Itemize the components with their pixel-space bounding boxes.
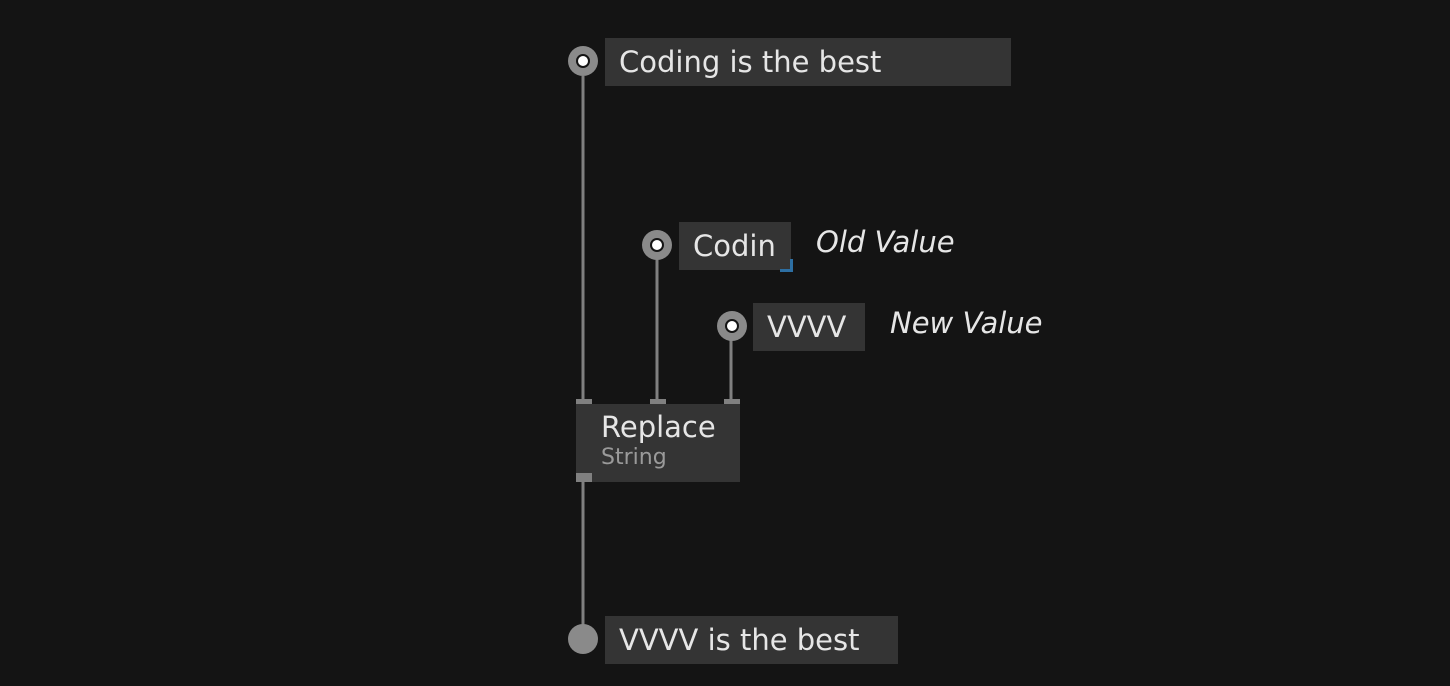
replace-input-pin-old-value[interactable] xyxy=(650,399,666,408)
pin-dot-icon xyxy=(576,54,590,68)
pin-dot-icon xyxy=(725,319,739,333)
output-string-input-pin[interactable] xyxy=(568,624,598,654)
replace-node[interactable]: Replace String xyxy=(576,404,740,482)
old-value-iobox[interactable]: Codin xyxy=(679,222,791,270)
output-string-iobox[interactable]: VVVV is the best xyxy=(605,616,898,664)
old-value-label: Old Value xyxy=(816,225,955,259)
node-title: Replace xyxy=(601,410,716,444)
new-value-output-pin[interactable] xyxy=(717,311,747,341)
new-value-iobox[interactable]: VVVV xyxy=(753,303,865,351)
replace-input-pin-new-value[interactable] xyxy=(724,399,740,408)
input-string-iobox[interactable]: Coding is the best xyxy=(605,38,1011,86)
new-value-label: New Value xyxy=(890,306,1043,340)
old-value-output-pin[interactable] xyxy=(642,230,672,260)
replace-output-pin[interactable] xyxy=(576,473,592,482)
pin-dot-icon xyxy=(650,238,664,252)
replace-input-pin-string[interactable] xyxy=(576,399,592,408)
node-category: String xyxy=(601,445,667,470)
input-string-output-pin[interactable] xyxy=(568,46,598,76)
resize-handle-icon[interactable] xyxy=(780,259,793,272)
